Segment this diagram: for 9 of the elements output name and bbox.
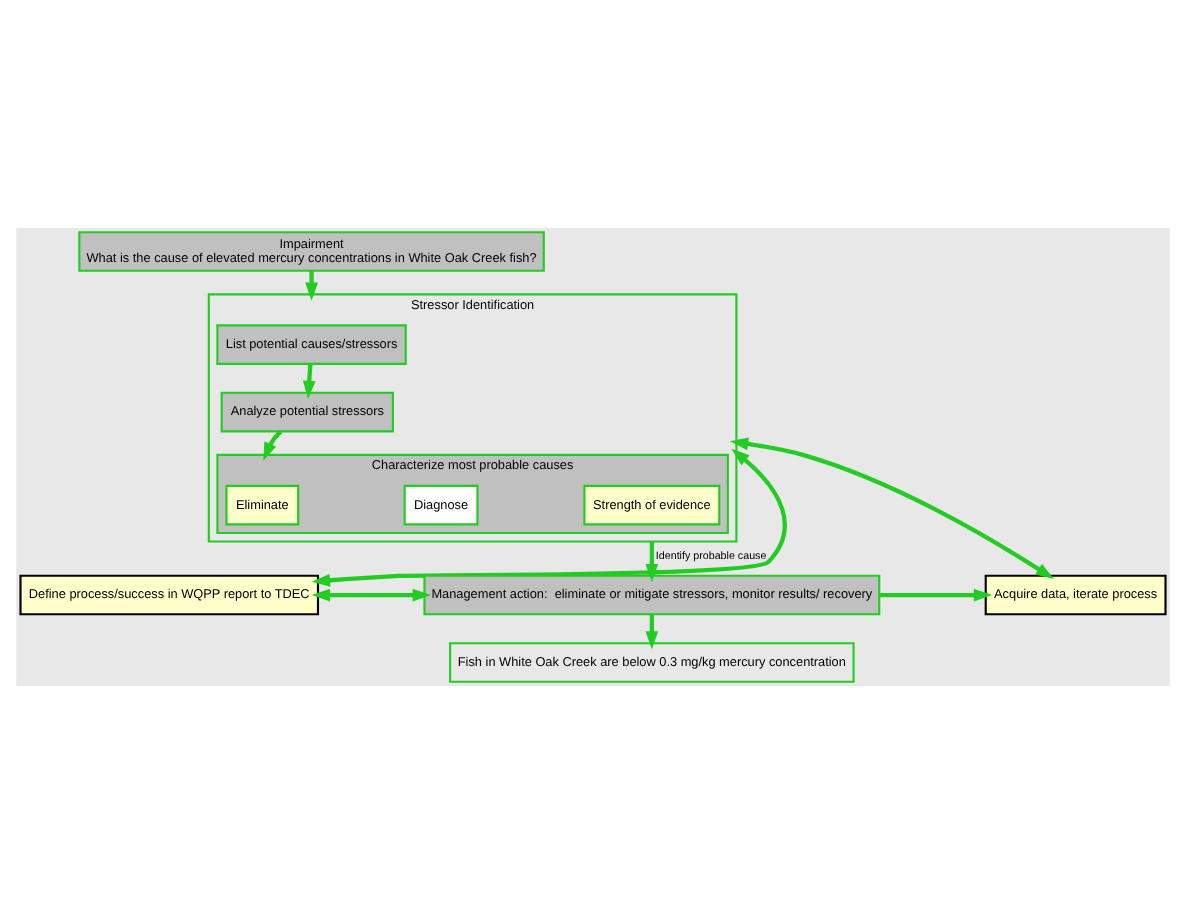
arrow bbox=[729, 436, 1054, 579]
arrow bbox=[311, 587, 431, 601]
arrow bbox=[302, 363, 316, 399]
arrow bbox=[879, 587, 993, 601]
arrow bbox=[311, 447, 787, 586]
arrow bbox=[645, 540, 659, 582]
arrow bbox=[263, 428, 283, 460]
arrow bbox=[305, 270, 318, 300]
arrow bbox=[645, 613, 659, 649]
